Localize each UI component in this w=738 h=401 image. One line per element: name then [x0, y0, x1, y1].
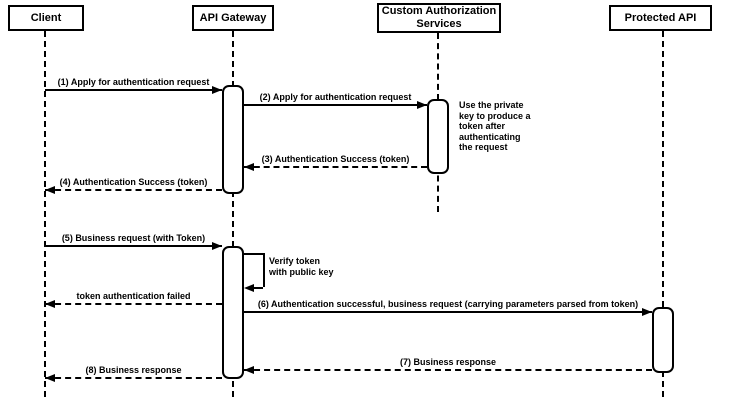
message-token-failed-line: [45, 303, 222, 305]
message-token-failed: token authentication failed: [45, 289, 222, 308]
activation-protected-api: [652, 307, 674, 373]
actor-box-api-gateway: API Gateway: [192, 5, 274, 31]
message-8-label: (8) Business response: [85, 365, 182, 375]
message-1-label: (1) Apply for authentication request: [57, 77, 210, 87]
message-6: (6) Authentication successful, business …: [244, 297, 652, 316]
message-8-arrowhead-icon: [45, 374, 55, 382]
message-token-failed-label: token authentication failed: [76, 291, 191, 301]
message-1: (1) Apply for authentication request: [45, 75, 222, 94]
note-private-key: Use the private key to produce a token a…: [459, 100, 531, 152]
message-4: (4) Authentication Success (token): [45, 175, 222, 194]
message-5-line: [45, 245, 222, 247]
message-3-arrowhead-icon: [244, 163, 254, 171]
message-3: (3) Authentication Success (token): [244, 152, 427, 171]
lifeline-api-gateway: [232, 31, 234, 397]
self-message-top-line: [244, 253, 263, 255]
message-1-arrowhead-icon: [212, 86, 222, 94]
self-message-bottom-line: [253, 287, 263, 289]
activation-api-gateway-1: [222, 85, 244, 194]
activation-api-gateway-2: [222, 246, 244, 379]
message-token-failed-arrowhead-icon: [45, 300, 55, 308]
message-3-line: [244, 166, 427, 168]
self-message-arrowhead-icon: [244, 284, 254, 292]
message-2-line: [244, 104, 427, 106]
lifeline-client: [44, 31, 46, 397]
message-2-arrowhead-icon: [417, 101, 427, 109]
message-5: (5) Business request (with Token): [45, 231, 222, 250]
message-7-line: [244, 369, 652, 371]
message-4-label: (4) Authentication Success (token): [59, 177, 208, 187]
activation-custom-authorization-services: [427, 99, 449, 174]
message-2: (2) Apply for authentication request: [244, 90, 427, 109]
message-6-line: [244, 311, 652, 313]
message-2-label: (2) Apply for authentication request: [259, 92, 412, 102]
message-7-arrowhead-icon: [244, 366, 254, 374]
message-3-label: (3) Authentication Success (token): [261, 154, 410, 164]
message-6-arrowhead-icon: [642, 308, 652, 316]
actor-box-protected-api: Protected API: [609, 5, 712, 31]
message-4-arrowhead-icon: [45, 186, 55, 194]
actor-box-custom-authorization-services: Custom Authorization Services: [377, 3, 501, 33]
message-5-arrowhead-icon: [212, 242, 222, 250]
self-message-label: Verify token with public key: [269, 256, 334, 277]
message-8: (8) Business response: [45, 363, 222, 382]
message-6-label: (6) Authentication successful, business …: [257, 299, 639, 309]
message-5-label: (5) Business request (with Token): [61, 233, 206, 243]
actor-box-client: Client: [8, 5, 84, 31]
message-1-line: [45, 89, 222, 91]
self-message-right-line: [263, 253, 265, 287]
message-8-line: [45, 377, 222, 379]
lifeline-protected-api: [662, 31, 664, 397]
message-7-label: (7) Business response: [399, 357, 497, 367]
message-7: (7) Business response: [244, 355, 652, 374]
message-4-line: [45, 189, 222, 191]
